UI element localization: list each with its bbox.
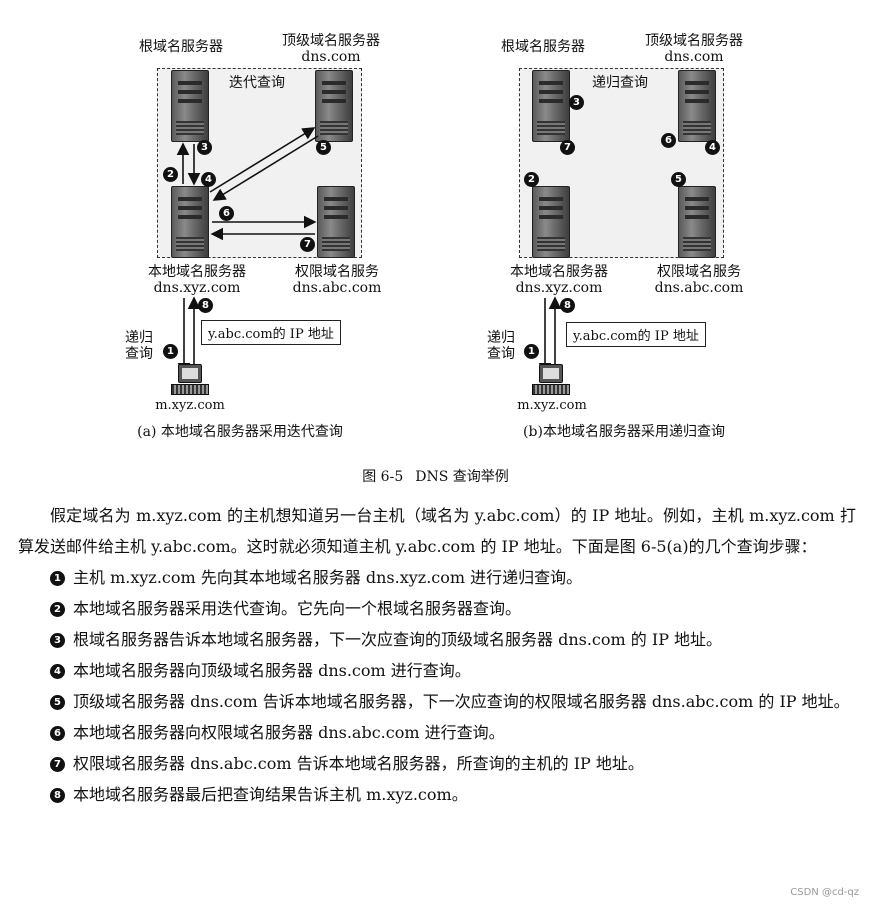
step-number-badge: 6 — [50, 726, 65, 741]
diagram-b-root-server-icon — [532, 70, 570, 142]
step-number-badge: 1 — [50, 571, 65, 586]
diagram-b-badge-2: 2 — [524, 172, 539, 187]
diagram-b-badge-5: 5 — [671, 172, 686, 187]
step-text: 本地域名服务器最后把查询结果告诉主机 m.xyz.com。 — [73, 785, 468, 804]
diagram-b-auth-domain: dns.abc.com — [654, 280, 744, 296]
body-text: 假定域名为 m.xyz.com 的主机想知道另一台主机（域名为 y.abc.co… — [18, 500, 856, 810]
diagram-a-auth-label: 权限域名服务 dns.abc.com — [293, 264, 382, 296]
diagram-b-reply-box: y.abc.com的 IP 地址 — [566, 322, 706, 347]
step-number-badge: 7 — [50, 757, 65, 772]
diagram-b-host-computer-icon — [532, 364, 570, 395]
diagram-a-host-label: m.xyz.com — [155, 398, 225, 413]
step-item: 5 顶级域名服务器 dns.com 告诉本地域名服务器，下一次应查询的权限域名服务… — [18, 686, 856, 717]
diagram-a-local-name: 本地域名服务器 — [148, 264, 246, 280]
figure-caption: 图 6-5 DNS 查询举例 — [0, 466, 871, 486]
diagram-a-badge-3: 3 — [197, 140, 212, 155]
step-item: 1 主机 m.xyz.com 先向其本地域名服务器 dns.xyz.com 进行递… — [18, 562, 856, 593]
diagram-a-tld-server-icon — [315, 70, 353, 142]
diagram-a-reply-box: y.abc.com的 IP 地址 — [201, 320, 341, 345]
diagram-a-tld-domain: dns.com — [301, 49, 361, 65]
diagram-a-badge-4: 4 — [201, 172, 216, 187]
step-number-badge: 4 — [50, 664, 65, 679]
diagram-b-tld-server-icon — [678, 70, 716, 142]
diagram-a-badge-5: 5 — [316, 140, 331, 155]
step-item: 6 本地域名服务器向权限域名服务器 dns.abc.com 进行查询。 — [18, 717, 856, 748]
step-text: 本地域名服务器向权限域名服务器 dns.abc.com 进行查询。 — [73, 723, 505, 742]
diagram-b-badge-3: 3 — [569, 95, 584, 110]
diagram-a-root-label: 根域名服务器 — [139, 39, 223, 55]
diagram-b-caption: (b)本地域名服务器采用递归查询 — [523, 424, 725, 440]
diagram-a-local-server-icon — [171, 186, 209, 258]
figure-number: 图 6-5 — [362, 469, 404, 485]
diagram-a-root-server-icon — [171, 70, 209, 142]
step-item: 7 权限域名服务器 dns.abc.com 告诉本地域名服务器，所查询的主机的 I… — [18, 748, 856, 779]
diagram-a-local-label: 本地域名服务器 dns.xyz.com — [148, 264, 246, 296]
diagram-b-auth-label: 权限域名服务 dns.abc.com — [655, 264, 744, 296]
diagram-a-badge-8: 8 — [198, 298, 213, 313]
step-text: 主机 m.xyz.com 先向其本地域名服务器 dns.xyz.com 进行递归… — [73, 568, 583, 587]
diagram-b-frame-label: 递归查询 — [592, 75, 648, 91]
diagram-a-arrows — [176, 109, 713, 376]
step-text: 本地域名服务器向顶级域名服务器 dns.com 进行查询。 — [73, 661, 471, 680]
diagram-b-badge-7: 7 — [560, 140, 575, 155]
step-item: 8 本地域名服务器最后把查询结果告诉主机 m.xyz.com。 — [18, 779, 856, 810]
diagram-b-recursive-1: 递归 — [487, 330, 515, 346]
step-item: 3 根域名服务器告诉本地域名服务器，下一次应查询的顶级域名服务器 dns.com … — [18, 624, 856, 655]
figure-title: DNS 查询举例 — [415, 469, 509, 485]
diagram-a-local-domain: dns.xyz.com — [153, 280, 241, 296]
diagram-a-tld-name: 顶级域名服务器 — [282, 33, 380, 49]
watermark: CSDN @cd-qz — [790, 887, 859, 898]
diagram-b-auth-name: 权限域名服务 — [656, 264, 741, 280]
diagram-a-tld-label: 顶级域名服务器 dns.com — [282, 33, 380, 65]
step-item: 4 本地域名服务器向顶级域名服务器 dns.com 进行查询。 — [18, 655, 856, 686]
diagram-a-frame-label: 迭代查询 — [229, 75, 285, 91]
diagram-a-badge-2: 2 — [163, 167, 178, 182]
step-item: 2 本地域名服务器采用迭代查询。它先向一个根域名服务器查询。 — [18, 593, 856, 624]
diagram-b-tld-name: 顶级域名服务器 — [645, 33, 743, 49]
diagram-b-badge-6: 6 — [661, 133, 676, 148]
diagram-a-badge-7: 7 — [300, 237, 315, 252]
diagram-a-badge-6: 6 — [219, 206, 234, 221]
step-text: 顶级域名服务器 dns.com 告诉本地域名服务器，下一次应查询的权限域名服务器… — [73, 692, 850, 711]
diagram-a-auth-server-icon — [317, 186, 355, 258]
diagram-a-auth-domain: dns.abc.com — [292, 280, 382, 296]
diagram-b-badge-1: 1 — [524, 344, 539, 359]
diagram-b-recursive-label: 递归 查询 — [487, 330, 515, 362]
diagram-b-recursive-2: 查询 — [487, 346, 515, 362]
step-number-badge: 2 — [50, 602, 65, 617]
diagram-a-host-computer-icon — [171, 364, 209, 395]
step-number-badge: 3 — [50, 633, 65, 648]
step-text: 本地域名服务器采用迭代查询。它先向一个根域名服务器查询。 — [73, 599, 522, 618]
diagram-b-local-server-icon — [532, 186, 570, 258]
diagram-a-badge-1: 1 — [163, 344, 178, 359]
diagram-b-auth-server-icon — [678, 186, 716, 258]
step-number-badge: 8 — [50, 788, 65, 803]
diagram-b-local-name: 本地域名服务器 — [510, 264, 608, 280]
diagram-b-root-label: 根域名服务器 — [501, 39, 585, 55]
diagram-b-host-label: m.xyz.com — [517, 398, 587, 413]
step-number-badge: 5 — [50, 695, 65, 710]
diagram-a-recursive-2: 查询 — [125, 346, 153, 362]
step-text: 根域名服务器告诉本地域名服务器，下一次应查询的顶级域名服务器 dns.com 的… — [73, 630, 723, 649]
step-list: 1 主机 m.xyz.com 先向其本地域名服务器 dns.xyz.com 进行递… — [18, 562, 856, 810]
diagram-a-recursive-1: 递归 — [125, 330, 153, 346]
diagram-b-local-label: 本地域名服务器 dns.xyz.com — [510, 264, 608, 296]
diagram-b-badge-4: 4 — [705, 140, 720, 155]
intro-paragraph: 假定域名为 m.xyz.com 的主机想知道另一台主机（域名为 y.abc.co… — [18, 506, 856, 556]
diagram-b-badge-8: 8 — [560, 298, 575, 313]
diagram-b-tld-domain: dns.com — [664, 49, 724, 65]
diagram-a-auth-name: 权限域名服务 — [294, 264, 379, 280]
diagram-a-caption: (a) 本地域名服务器采用迭代查询 — [137, 424, 343, 440]
diagram-b-local-domain: dns.xyz.com — [515, 280, 603, 296]
diagram-a-recursive-label: 递归 查询 — [125, 330, 153, 362]
step-text: 权限域名服务器 dns.abc.com 告诉本地域名服务器，所查询的主机的 IP… — [73, 754, 644, 773]
diagram-b-tld-label: 顶级域名服务器 dns.com — [645, 33, 743, 65]
